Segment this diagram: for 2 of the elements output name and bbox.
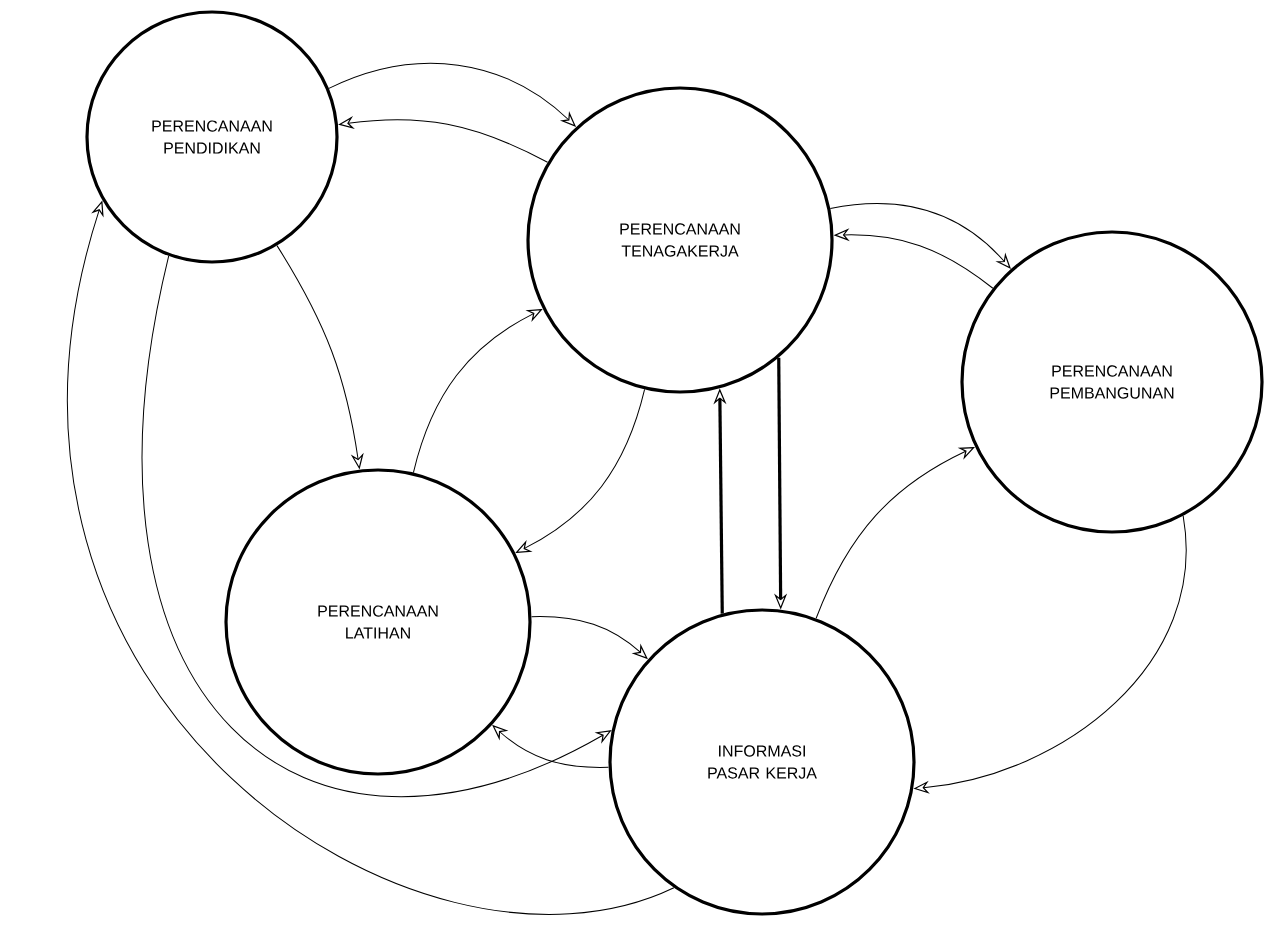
arrow — [815, 446, 975, 619]
arrow — [829, 203, 1011, 269]
